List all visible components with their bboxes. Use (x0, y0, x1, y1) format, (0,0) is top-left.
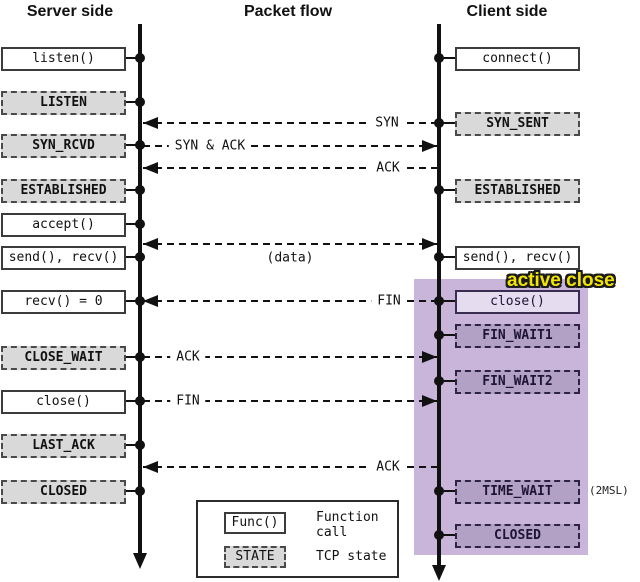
client-box-send-recv: send(), recv() (455, 246, 580, 270)
arrow-label-syn-ack: SYN & ACK (168, 138, 252, 154)
arrowhead-left-data (143, 238, 158, 250)
legend: Func() Function call STATE TCP state (196, 500, 399, 578)
connector (441, 122, 456, 124)
packet-flow-heading: Packet flow (243, 3, 333, 20)
timeline-dot (135, 185, 145, 195)
connector (121, 444, 139, 446)
legend-state-desc: TCP state (316, 549, 387, 564)
server-box-listen: listen() (1, 47, 126, 71)
server-box-accept: accept() (1, 213, 126, 237)
server-state-last-ack: LAST_ACK (1, 434, 126, 458)
timeline-dot (434, 296, 444, 306)
timeline-dot (434, 530, 444, 540)
timeline-dot (135, 53, 145, 63)
connector (121, 356, 139, 358)
timeline-dot (434, 376, 444, 386)
timeline-dot (135, 352, 145, 362)
server-state-closed: CLOSED (1, 480, 126, 504)
server-state-syn-rcvd: SYN_RCVD (1, 134, 126, 158)
arrowhead-left-syn (143, 117, 158, 129)
active-close-label: active close (507, 270, 615, 291)
client-state-established: ESTABLISHED (455, 179, 580, 203)
timeline-dot (135, 396, 145, 406)
timeline-dot (434, 486, 444, 496)
legend-function-desc: Function call (316, 510, 379, 540)
connector (121, 300, 139, 302)
client-state-fin-wait1: FIN_WAIT1 (455, 324, 580, 348)
client-state-fin-wait2: FIN_WAIT2 (455, 370, 580, 394)
client-state-syn-sent: SYN_SENT (455, 112, 580, 136)
arrow-fin-client (143, 300, 437, 302)
connector (441, 490, 456, 492)
server-box-recv-zero: recv() = 0 (1, 290, 126, 314)
timeline-dot (135, 296, 145, 306)
arrow-ack-server (143, 356, 437, 358)
client-timeline-arrowhead (432, 565, 446, 581)
arrowhead-left-ack (143, 162, 158, 174)
connector (121, 490, 139, 492)
connector (121, 144, 139, 146)
arrow-syn-ack (143, 145, 437, 147)
connector (121, 189, 139, 191)
client-box-connect: connect() (455, 47, 580, 71)
connector (441, 534, 456, 536)
timeline-dot (434, 118, 444, 128)
timeline-dot (434, 185, 444, 195)
timeline-dot (135, 252, 145, 262)
server-box-send-recv: send(), recv() (1, 246, 126, 270)
connector (441, 57, 456, 59)
connector (121, 101, 139, 103)
server-state-close-wait: CLOSE_WAIT (1, 346, 126, 370)
arrowhead-right-ack (422, 351, 437, 363)
timeline-dot (434, 330, 444, 340)
timeline-dot (135, 97, 145, 107)
arrow-ack-final (143, 466, 437, 468)
arrow-label-fin-server: FIN (170, 393, 206, 409)
client-state-time-wait: TIME_WAIT (455, 480, 580, 504)
client-box-close: close() (455, 290, 580, 314)
connector (121, 57, 139, 59)
server-state-listen: LISTEN (1, 91, 126, 115)
timeline-dot (135, 219, 145, 229)
arrow-label-ack-final: ACK (370, 459, 406, 475)
arrowhead-left-ack-final (143, 461, 158, 473)
msl-annotation: (2MSL) (589, 484, 629, 497)
arrowhead-left-fin (143, 295, 158, 307)
arrow-ack-handshake (143, 167, 437, 169)
server-timeline (138, 24, 142, 555)
arrow-syn (143, 122, 437, 124)
server-timeline-arrowhead (133, 553, 147, 569)
legend-state-sample: STATE (224, 546, 286, 568)
connector (121, 223, 139, 225)
timeline-dot (434, 53, 444, 63)
legend-function-sample: Func() (224, 512, 286, 534)
connector (441, 256, 456, 258)
connector (441, 189, 456, 191)
connector (121, 400, 139, 402)
server-box-close: close() (1, 390, 126, 414)
timeline-dot (135, 140, 145, 150)
arrow-label-ack-handshake: ACK (370, 160, 406, 176)
client-state-closed: CLOSED (455, 524, 580, 548)
connector (441, 300, 456, 302)
connector (441, 380, 456, 382)
server-state-established: ESTABLISHED (1, 179, 126, 203)
timeline-dot (135, 440, 145, 450)
arrow-data (143, 243, 437, 245)
arrow-label-data: (data) (266, 250, 314, 266)
arrow-label-fin-client: FIN (371, 293, 407, 309)
arrowhead-right-fin (422, 395, 437, 407)
arrowhead-right-data (422, 238, 437, 250)
arrow-label-syn: SYN (369, 115, 405, 131)
arrow-label-ack-server: ACK (170, 349, 206, 365)
timeline-dot (135, 486, 145, 496)
arrowhead-right-syn-ack (422, 140, 437, 152)
connector (121, 256, 139, 258)
client-side-heading: Client side (466, 3, 548, 20)
server-side-heading: Server side (26, 3, 114, 20)
client-timeline (437, 24, 441, 567)
arrow-fin-server (143, 400, 437, 402)
timeline-dot (434, 252, 444, 262)
connector (441, 334, 456, 336)
